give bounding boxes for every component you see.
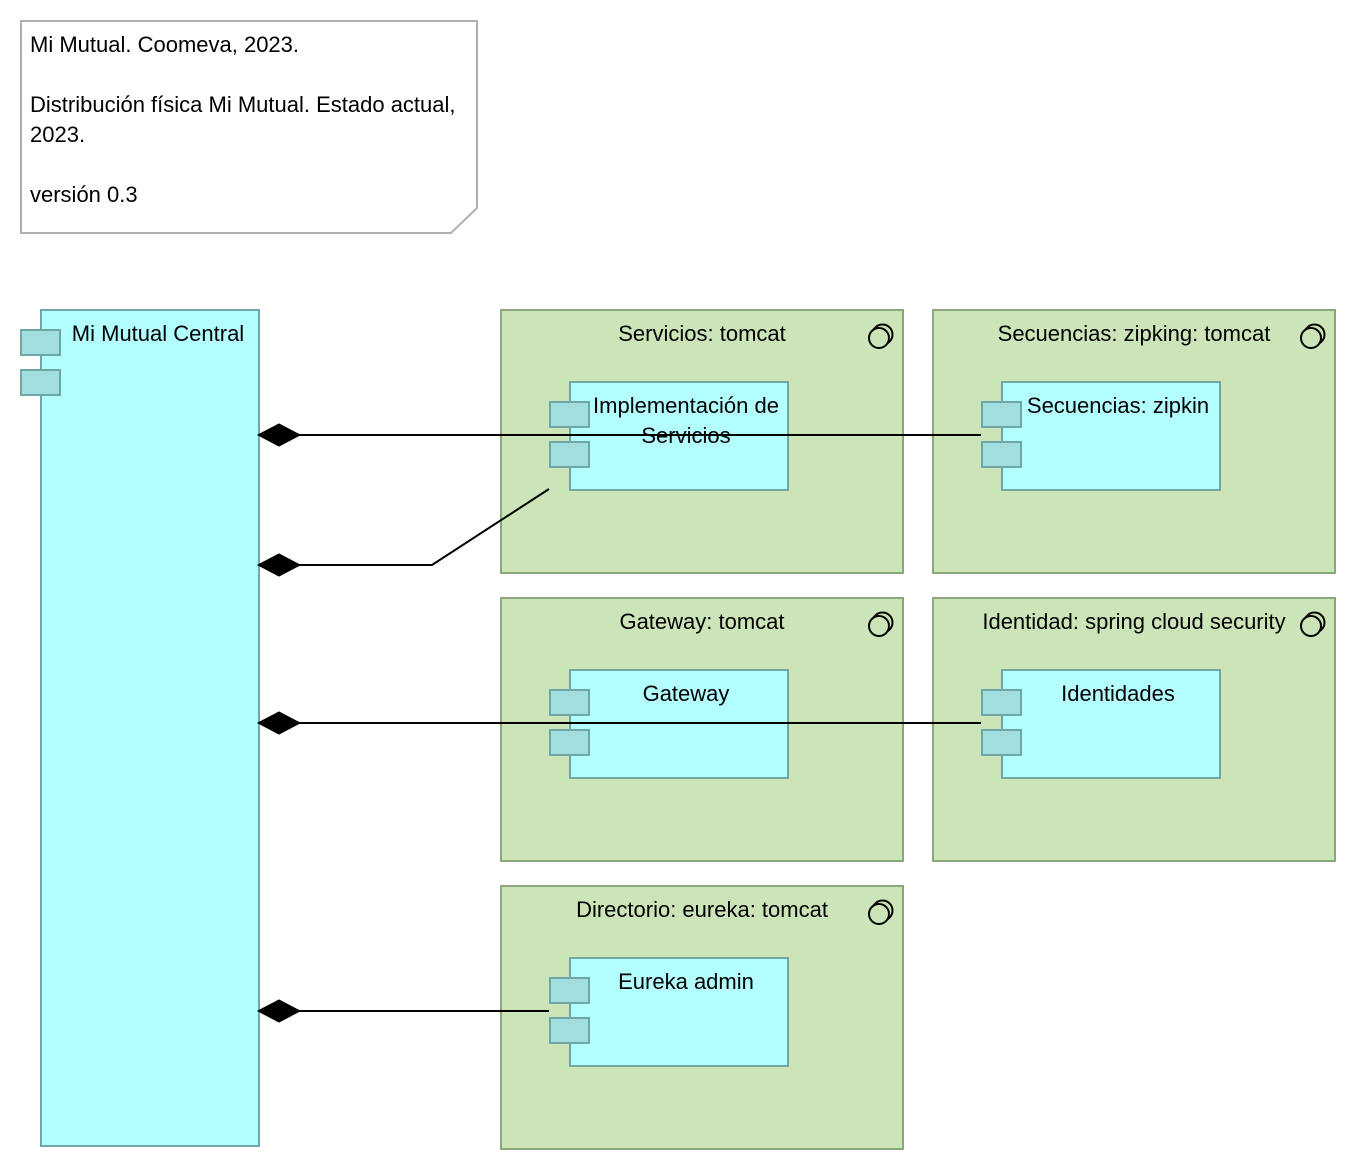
- component-eureka-admin[interactable]: Eureka admin: [549, 957, 789, 1067]
- node-secuencias[interactable]: Secuencias: zipking: tomcat Secuencias: …: [932, 309, 1336, 574]
- node-servicios[interactable]: Servicios: tomcat Implementación de Serv…: [500, 309, 904, 574]
- component-tab-icon: [981, 729, 1022, 756]
- component-tab-icon: [549, 729, 590, 756]
- note-version: versión 0.3: [30, 182, 138, 207]
- diagram-note: Mi Mutual. Coomeva, 2023. Distribución f…: [20, 20, 478, 234]
- component-label: Secuencias: zipkin: [1026, 393, 1210, 418]
- component-tab-icon: [549, 977, 590, 1004]
- component-tab-icon: [20, 329, 61, 356]
- component-mi-mutual-central[interactable]: Mi Mutual Central: [20, 309, 260, 1147]
- node-directorio[interactable]: Directorio: eureka: tomcat Eureka admin: [500, 885, 904, 1150]
- note-shape: [20, 20, 478, 234]
- node-label: Secuencias: zipking: tomcat: [997, 321, 1271, 346]
- node-label: Directorio: eureka: tomcat: [576, 897, 828, 922]
- node-icon: [868, 611, 894, 637]
- component-tab-icon: [549, 441, 590, 468]
- component-tab-icon: [981, 441, 1022, 468]
- component-tab-icon: [549, 689, 590, 716]
- component-label: Mi Mutual Central: [71, 321, 245, 346]
- component-label: Implementación de Servicios: [593, 393, 779, 448]
- node-icon: [868, 323, 894, 349]
- component-identidades[interactable]: Identidades: [981, 669, 1221, 779]
- component-tab-icon: [981, 401, 1022, 428]
- component-label: Eureka admin: [618, 969, 754, 994]
- component-label: Identidades: [1061, 681, 1175, 706]
- node-icon: [1300, 323, 1326, 349]
- node-label: Servicios: tomcat: [618, 321, 786, 346]
- component-secuencias-zipkin[interactable]: Secuencias: zipkin: [981, 381, 1221, 491]
- node-identidad[interactable]: Identidad: spring cloud security Identid…: [932, 597, 1336, 862]
- component-tab-icon: [981, 689, 1022, 716]
- component-tab-icon: [549, 1017, 590, 1044]
- component-tab-icon: [549, 401, 590, 428]
- note-title: Mi Mutual. Coomeva, 2023.: [30, 32, 300, 57]
- component-implementacion-servicios[interactable]: Implementación de Servicios: [549, 381, 789, 491]
- composition-diamond-icon: [256, 423, 302, 447]
- node-gateway[interactable]: Gateway: tomcat Gateway: [500, 597, 904, 862]
- composition-diamond-icon: [256, 999, 302, 1023]
- composition-diamond-icon: [256, 711, 302, 735]
- node-label: Gateway: tomcat: [619, 609, 785, 634]
- component-tab-icon: [20, 369, 61, 396]
- note-description: Distribución física Mi Mutual. Estado ac…: [30, 92, 456, 147]
- component-label: Gateway: [642, 681, 730, 706]
- node-icon: [868, 899, 894, 925]
- composition-diamond-icon: [256, 553, 302, 577]
- node-icon: [1300, 611, 1326, 637]
- component-gateway[interactable]: Gateway: [549, 669, 789, 779]
- node-label: Identidad: spring cloud security: [982, 609, 1286, 634]
